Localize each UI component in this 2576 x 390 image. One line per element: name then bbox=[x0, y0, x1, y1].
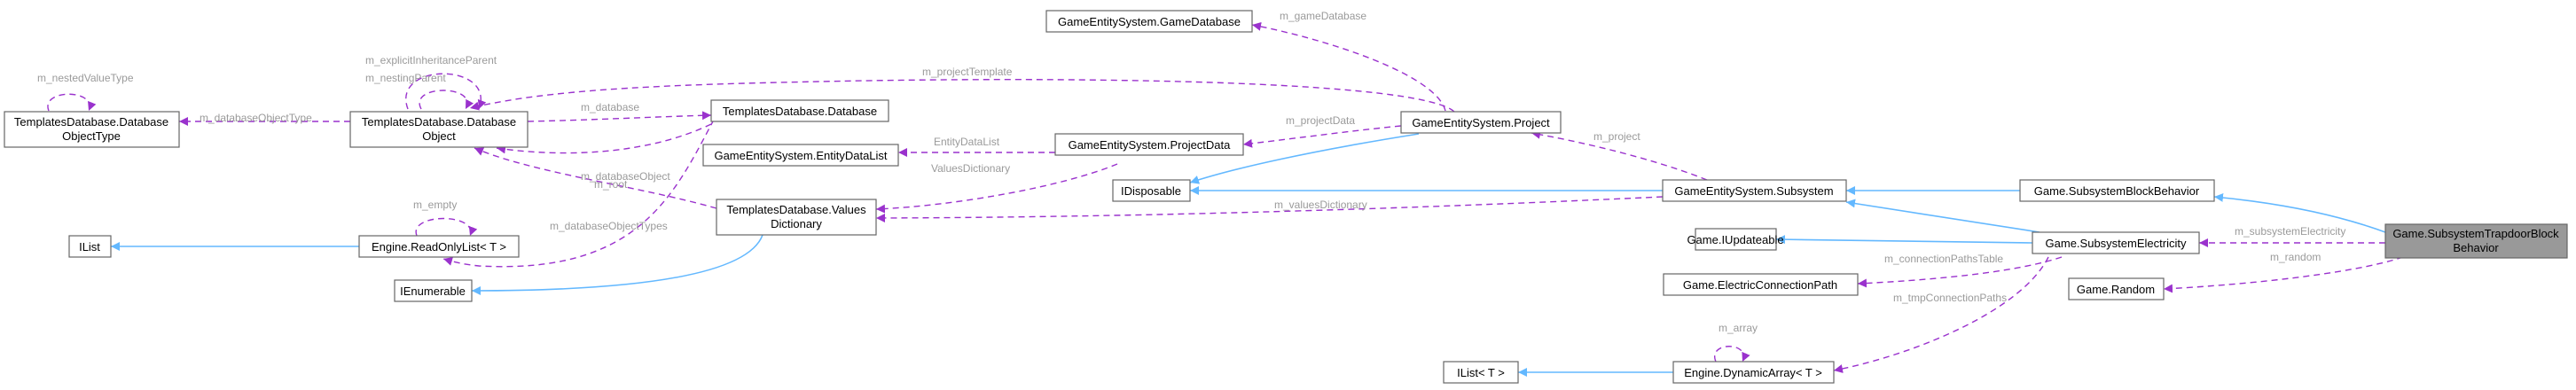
edge-database-readonlylist bbox=[442, 119, 715, 268]
label-nesting-parent: m_nestingParent bbox=[365, 72, 446, 84]
label-explicit-inheritance-parent: m_explicitInheritanceParent bbox=[365, 54, 497, 66]
edge-dynarray-self bbox=[1713, 346, 1750, 363]
class-node-idisposable[interactable]: IDisposable bbox=[1112, 179, 1191, 202]
svg-text:TemplatesDatabase.Values: TemplatesDatabase.Values bbox=[726, 203, 866, 216]
class-node-database-object-type[interactable]: TemplatesDatabase.Database ObjectType bbox=[4, 111, 180, 148]
edge-electricity-connpath bbox=[1857, 256, 2063, 288]
svg-text:IEnumerable: IEnumerable bbox=[400, 285, 466, 298]
label-tmp-connection-paths: m_tmpConnectionPaths bbox=[1893, 292, 2007, 304]
class-node-ienumerable[interactable]: IEnumerable bbox=[394, 279, 473, 302]
svg-text:Dictionary: Dictionary bbox=[771, 217, 822, 230]
edge-electricity-to-subsystem bbox=[1845, 199, 2040, 233]
edge-project-dbobject bbox=[469, 79, 1455, 113]
class-node-game-random[interactable]: Game.Random bbox=[2068, 277, 2165, 300]
edge-subsystem-project bbox=[1531, 129, 1708, 181]
label-empty: m_empty bbox=[413, 199, 457, 211]
label-random: m_random bbox=[2270, 251, 2321, 263]
svg-text:IList: IList bbox=[79, 240, 100, 254]
class-node-dynamic-array[interactable]: Engine.DynamicArray< T > bbox=[1672, 361, 1835, 384]
label-database-object-type: m_databaseObjectType bbox=[200, 112, 312, 124]
label-entity-data-list: EntityDataList bbox=[934, 136, 1000, 148]
edge-database-dbobject bbox=[496, 123, 712, 154]
class-node-subsystem-block-behavior[interactable]: Game.SubsystemBlockBehavior bbox=[2019, 179, 2215, 202]
edge-dbobject-self-outer bbox=[405, 73, 487, 110]
class-node-readonly-list[interactable]: Engine.ReadOnlyList< T > bbox=[358, 235, 520, 258]
class-node-database[interactable]: TemplatesDatabase.Database bbox=[710, 99, 889, 122]
edge-subsystem-valuesdict bbox=[875, 196, 1664, 222]
class-node-ilist-t[interactable]: IList< T > bbox=[1443, 361, 1519, 384]
edge-readonlylist-self bbox=[415, 217, 478, 237]
label-database-object: m_databaseObject bbox=[581, 170, 670, 183]
edge-project-gamedatabase bbox=[1251, 21, 1446, 112]
svg-text:Game.ElectricConnectionPath: Game.ElectricConnectionPath bbox=[1683, 278, 1837, 292]
svg-text:GameEntitySystem.ProjectData: GameEntitySystem.ProjectData bbox=[1069, 138, 1232, 152]
label-subsystem-electricity: m_subsystemElectricity bbox=[2235, 225, 2345, 238]
edge-dbobject-database bbox=[527, 111, 712, 122]
edge-electricity-to-iupdateable bbox=[1775, 235, 2033, 245]
edge-trapdoor-random bbox=[2163, 256, 2404, 293]
label-root: m_root bbox=[594, 178, 628, 191]
svg-text:Game.Random: Game.Random bbox=[2077, 283, 2155, 296]
label-connection-paths-table: m_connectionPathsTable bbox=[1884, 253, 2003, 265]
class-node-ilist[interactable]: IList bbox=[68, 235, 112, 258]
svg-text:TemplatesDatabase.Database: TemplatesDatabase.Database bbox=[14, 115, 168, 129]
class-node-values-dictionary[interactable]: TemplatesDatabase.Values Dictionary bbox=[716, 199, 877, 236]
label-values-dictionary: m_valuesDictionary bbox=[1274, 199, 1367, 211]
svg-text:TemplatesDatabase.Database: TemplatesDatabase.Database bbox=[362, 115, 516, 129]
svg-text:Object: Object bbox=[422, 129, 456, 143]
class-node-project[interactable]: GameEntitySystem.Project bbox=[1400, 111, 1562, 134]
svg-text:GameEntitySystem.GameDatabase: GameEntitySystem.GameDatabase bbox=[1058, 15, 1241, 28]
class-node-game-database[interactable]: GameEntitySystem.GameDatabase bbox=[1045, 10, 1253, 33]
svg-text:ObjectType: ObjectType bbox=[62, 129, 121, 143]
class-node-iupdateable[interactable]: Game.IUpdateable bbox=[1687, 228, 1784, 251]
edge-dbobjecttype-self bbox=[47, 93, 97, 112]
class-node-project-data[interactable]: GameEntitySystem.ProjectData bbox=[1054, 133, 1244, 156]
label-project: m_project bbox=[1593, 130, 1640, 143]
edge-valuesdict-to-ienumerable bbox=[471, 234, 763, 295]
svg-text:Game.SubsystemElectricity: Game.SubsystemElectricity bbox=[2046, 237, 2187, 250]
svg-text:GameEntitySystem.Project: GameEntitySystem.Project bbox=[1412, 116, 1550, 129]
label-database-object-types: m_databaseObjectTypes bbox=[550, 220, 668, 232]
edge-valuesdict-dbobject bbox=[474, 147, 717, 209]
label-array: m_array bbox=[1719, 322, 1758, 334]
class-node-database-object[interactable]: TemplatesDatabase.Database Object bbox=[349, 111, 529, 148]
class-node-subsystem[interactable]: GameEntitySystem.Subsystem bbox=[1662, 179, 1847, 202]
edge-project-projectdata bbox=[1242, 125, 1402, 148]
edge-dbobject-self-inner bbox=[419, 90, 474, 110]
label-nested-value-type: m_nestedValueType bbox=[37, 72, 134, 84]
svg-text:Game.IUpdateable: Game.IUpdateable bbox=[1687, 233, 1783, 246]
label-database: m_database bbox=[581, 101, 639, 113]
svg-text:GameEntitySystem.EntityDataLis: GameEntitySystem.EntityDataList bbox=[714, 149, 887, 162]
class-node-entity-data-list[interactable]: GameEntitySystem.EntityDataList bbox=[702, 144, 899, 167]
svg-text:IList< T >: IList< T > bbox=[1457, 366, 1505, 379]
svg-text:Engine.DynamicArray< T >: Engine.DynamicArray< T > bbox=[1684, 366, 1822, 379]
edge-electricity-dynarray bbox=[1833, 256, 2049, 373]
svg-text:Game.SubsystemTrapdoorBlock: Game.SubsystemTrapdoorBlock bbox=[2392, 227, 2559, 240]
svg-text:Game.SubsystemBlockBehavior: Game.SubsystemBlockBehavior bbox=[2034, 184, 2200, 198]
class-node-electric-connection-path[interactable]: Game.ElectricConnectionPath bbox=[1663, 273, 1859, 296]
class-node-trapdoor-behavior[interactable]: Game.SubsystemTrapdoorBlock Behavior bbox=[2384, 223, 2568, 259]
label-game-database: m_gameDatabase bbox=[1280, 10, 1366, 22]
svg-text:Engine.ReadOnlyList< T >: Engine.ReadOnlyList< T > bbox=[372, 240, 506, 254]
svg-text:Behavior: Behavior bbox=[2453, 241, 2499, 254]
label-project-data: m_projectData bbox=[1286, 114, 1355, 127]
class-node-subsystem-electricity[interactable]: Game.SubsystemElectricity bbox=[2032, 231, 2200, 254]
edge-trapdoor-to-blockbehavior bbox=[2213, 192, 2386, 233]
label-project-template: m_projectTemplate bbox=[922, 66, 1013, 78]
label-values-dictionary-prop: ValuesDictionary bbox=[931, 162, 1010, 175]
edge-project-to-idisposable bbox=[1189, 133, 1420, 184]
edge-projectdata-valuesdict bbox=[875, 163, 1118, 214]
svg-text:TemplatesDatabase.Database: TemplatesDatabase.Database bbox=[723, 105, 877, 118]
svg-text:IDisposable: IDisposable bbox=[1121, 184, 1181, 198]
svg-text:GameEntitySystem.Subsystem: GameEntitySystem.Subsystem bbox=[1674, 184, 1833, 198]
